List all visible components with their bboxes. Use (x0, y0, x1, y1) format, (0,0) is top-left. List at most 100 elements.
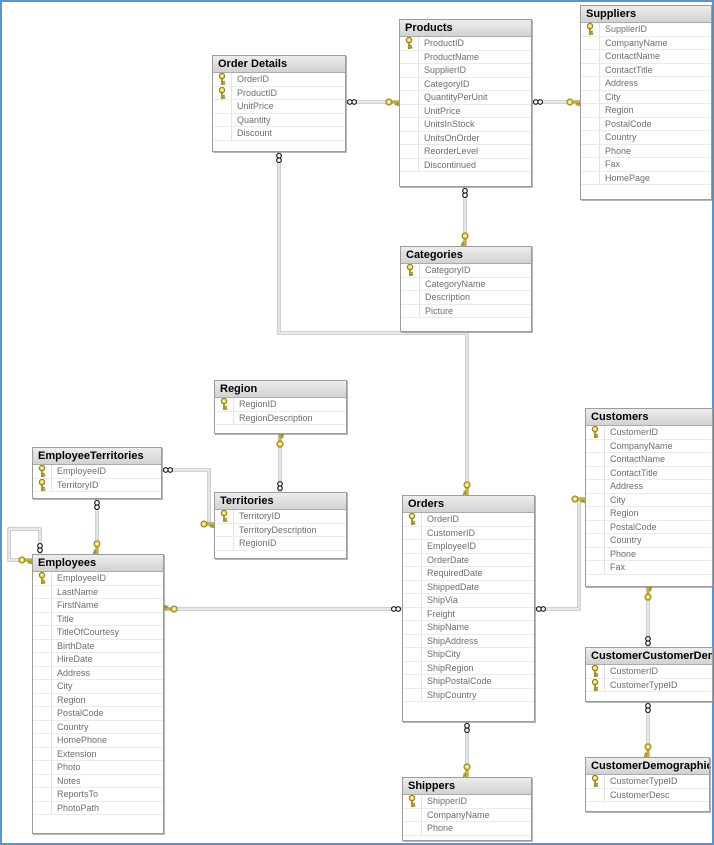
field-row-companyname[interactable]: CompanyName (581, 36, 711, 50)
field-row-postalcode[interactable]: PostalCode (586, 520, 712, 534)
field-row-regionid[interactable]: RegionID (215, 537, 346, 551)
field-row-reorderlevel[interactable]: ReorderLevel (400, 145, 531, 159)
field-row-city[interactable]: City (586, 493, 712, 507)
field-row-region[interactable]: Region (581, 104, 711, 118)
table-title[interactable]: Categories (401, 247, 531, 264)
field-row-quantity[interactable]: Quantity (213, 113, 345, 127)
field-row-regionid[interactable]: RegionID (215, 398, 346, 412)
field-row-region[interactable]: Region (33, 693, 163, 707)
table-title[interactable]: EmployeeTerritories (33, 448, 161, 465)
field-row-address[interactable]: Address (581, 77, 711, 91)
field-row-unitsinstock[interactable]: UnitsInStock (400, 118, 531, 132)
field-row-unitsonorder[interactable]: UnitsOnOrder (400, 131, 531, 145)
field-row-orderid[interactable]: OrderID (213, 73, 345, 87)
field-row-postalcode[interactable]: PostalCode (581, 117, 711, 131)
field-row-shipaddress[interactable]: ShipAddress (403, 634, 534, 648)
table-title[interactable]: Orders (403, 496, 534, 513)
field-row-territoryid[interactable]: TerritoryID (215, 510, 346, 524)
field-row-companyname[interactable]: CompanyName (403, 808, 531, 822)
field-row-freight[interactable]: Freight (403, 607, 534, 621)
field-row-shipcountry[interactable]: ShipCountry (403, 688, 534, 702)
table-title[interactable]: Territories (215, 493, 346, 510)
field-row-orderid[interactable]: OrderID (403, 513, 534, 527)
field-row-quantityperunit[interactable]: QuantityPerUnit (400, 91, 531, 105)
table-title[interactable]: CustomerDemographics (586, 758, 709, 775)
field-row-country[interactable]: Country (33, 720, 163, 734)
field-row-shippostalcode[interactable]: ShipPostalCode (403, 675, 534, 689)
field-row-territoryid[interactable]: TerritoryID (33, 478, 161, 492)
field-row-phone[interactable]: Phone (403, 822, 531, 836)
field-row-homepage[interactable]: HomePage (581, 171, 711, 185)
relationship-employeeterritories-to-employees[interactable] (93, 499, 101, 555)
field-row-country[interactable]: Country (581, 131, 711, 145)
field-row-employeeid[interactable]: EmployeeID (403, 540, 534, 554)
field-row-productid[interactable]: ProductID (400, 37, 531, 51)
field-row-contactname[interactable]: ContactName (586, 453, 712, 467)
field-row-employeeid[interactable]: EmployeeID (33, 465, 161, 479)
field-row-unitprice[interactable]: UnitPrice (213, 100, 345, 114)
relationship-order-details-to-products[interactable] (346, 98, 400, 106)
field-row-unitprice[interactable]: UnitPrice (400, 104, 531, 118)
table-title[interactable]: Region (215, 381, 346, 398)
table-title[interactable]: CustomerCustomerDemo (586, 648, 712, 665)
field-row-country[interactable]: Country (586, 534, 712, 548)
field-row-categoryid[interactable]: CategoryID (401, 264, 531, 278)
relationship-orders-to-customers[interactable] (535, 495, 586, 612)
relationship-territories-to-region[interactable] (276, 433, 284, 493)
field-row-productid[interactable]: ProductID (213, 86, 345, 100)
table-title[interactable]: Customers (586, 409, 712, 426)
field-row-categoryname[interactable]: CategoryName (401, 277, 531, 291)
field-row-shippeddate[interactable]: ShippedDate (403, 580, 534, 594)
field-row-shipname[interactable]: ShipName (403, 621, 534, 635)
field-row-regiondescription[interactable]: RegionDescription (215, 411, 346, 425)
field-row-city[interactable]: City (33, 680, 163, 694)
field-row-titleofcourtesy[interactable]: TitleOfCourtesy (33, 626, 163, 640)
field-row-title[interactable]: Title (33, 612, 163, 626)
table-title[interactable]: Products (400, 20, 531, 37)
relationship-employeeterritories-to-territories[interactable] (162, 467, 215, 528)
field-row-phone[interactable]: Phone (581, 144, 711, 158)
field-row-phone[interactable]: Phone (586, 547, 712, 561)
field-row-discontinued[interactable]: Discontinued (400, 158, 531, 172)
field-row-notes[interactable]: Notes (33, 774, 163, 788)
relationship-customercustomerdemo-to-customers[interactable] (644, 586, 652, 648)
field-row-productname[interactable]: ProductName (400, 50, 531, 64)
relationship-orders-to-employees[interactable] (163, 605, 403, 613)
field-row-photo[interactable]: Photo (33, 761, 163, 775)
field-row-contactname[interactable]: ContactName (581, 50, 711, 64)
relationship-orders-to-shippers[interactable] (463, 722, 471, 778)
field-row-hiredate[interactable]: HireDate (33, 653, 163, 667)
field-row-supplierid[interactable]: SupplierID (400, 64, 531, 78)
field-row-picture[interactable]: Picture (401, 304, 531, 318)
field-row-requireddate[interactable]: RequiredDate (403, 567, 534, 581)
table-title[interactable]: Employees (33, 555, 163, 572)
table-title[interactable]: Suppliers (581, 6, 711, 23)
relationship-products-to-suppliers[interactable] (532, 98, 581, 106)
field-row-customertypeid[interactable]: CustomerTypeID (586, 678, 712, 692)
field-row-reportsto[interactable]: ReportsTo (33, 788, 163, 802)
field-row-customerid[interactable]: CustomerID (586, 426, 712, 440)
field-row-lastname[interactable]: LastName (33, 585, 163, 599)
field-row-city[interactable]: City (581, 90, 711, 104)
field-row-contacttitle[interactable]: ContactTitle (581, 63, 711, 77)
field-row-fax[interactable]: Fax (581, 158, 711, 172)
field-row-address[interactable]: Address (33, 666, 163, 680)
field-row-address[interactable]: Address (586, 480, 712, 494)
field-row-orderdate[interactable]: OrderDate (403, 553, 534, 567)
field-row-postalcode[interactable]: PostalCode (33, 707, 163, 721)
field-row-fax[interactable]: Fax (586, 561, 712, 575)
field-row-extension[interactable]: Extension (33, 747, 163, 761)
relationship-customercustomerdemo-to-customerdemographics[interactable] (644, 702, 652, 758)
field-row-categoryid[interactable]: CategoryID (400, 77, 531, 91)
